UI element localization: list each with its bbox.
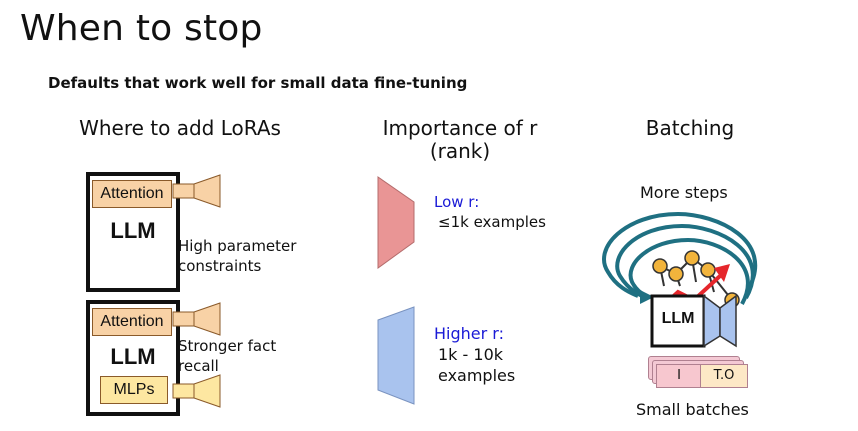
llm-label: LLM [110, 218, 156, 243]
attention-box: Attention [92, 308, 172, 336]
attention-box: Attention [92, 180, 172, 208]
attention-label: Attention [100, 313, 164, 330]
trend-arrowhead-icon [714, 264, 730, 282]
llm-box [650, 294, 706, 348]
adapter-left-icon [703, 294, 721, 348]
loop-arrows-icon [602, 211, 758, 305]
batch-stack: I T.O [648, 356, 748, 388]
heading-where-to-add-loras: Where to add LoRAs [79, 116, 281, 140]
llm-diagram-attention-mlps: Attention LLM MLPs [86, 300, 180, 416]
low-rank-desc: ≤1k examples [438, 213, 546, 231]
low-rank-title: Low r: [434, 193, 480, 211]
batch-cell-i: I [656, 364, 702, 388]
heading-rank-line1: Importance of r [382, 116, 538, 140]
training-loop-diagram [602, 211, 758, 348]
slide-title: When to stop [20, 8, 263, 49]
note-constraints: constraints [178, 257, 262, 275]
mlps-box: MLPs [100, 376, 168, 404]
lora-adapter-icon [172, 302, 221, 336]
note-recall: recall [178, 357, 219, 375]
llm-diagram-attention-only: Attention LLM [86, 172, 180, 292]
note-stronger-fact: Stronger fact [178, 337, 277, 355]
heading-rank-line2: (rank) [429, 139, 491, 163]
lora-adapter-icon [172, 374, 221, 408]
note-high-parameter: High parameter [178, 237, 297, 255]
high-rank-title: Higher r: [434, 324, 504, 343]
small-batches-label: Small batches [636, 400, 749, 419]
batch-cell-to: T.O [700, 364, 748, 388]
mlps-label: MLPs [113, 381, 155, 398]
slide-subtitle: Defaults that work well for small data f… [48, 74, 468, 92]
batching-llm-label: LLM [661, 310, 695, 327]
more-steps-label: More steps [640, 183, 728, 202]
low-rank-trapezoid-icon [377, 176, 415, 269]
llm-label: LLM [110, 344, 156, 369]
high-rank-examples: examples [438, 366, 516, 385]
attention-label: Attention [100, 185, 164, 202]
high-rank-range: 1k - 10k [438, 345, 504, 364]
heading-batching: Batching [645, 116, 735, 140]
high-rank-trapezoid-icon [377, 306, 415, 405]
lora-adapter-icon [172, 174, 221, 208]
loop-arrowhead-icon [640, 290, 654, 304]
adapter-right-icon [719, 294, 737, 348]
